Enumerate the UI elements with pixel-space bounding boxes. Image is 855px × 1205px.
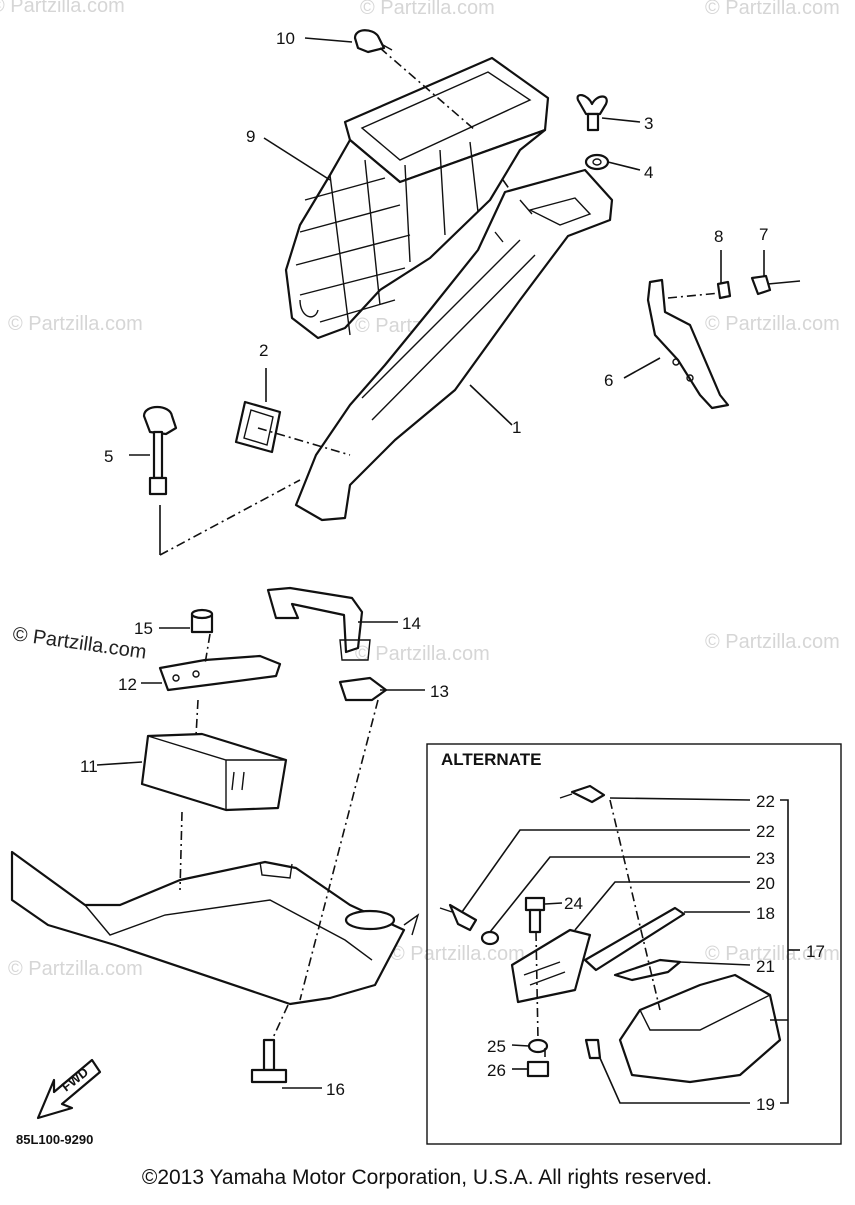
watermark: © Partzilla.com bbox=[8, 958, 143, 980]
callout-7: 7 bbox=[759, 225, 768, 244]
copyright: ©2013 Yamaha Motor Corporation, U.S.A. A… bbox=[142, 1166, 712, 1189]
watermark: © Partzilla.com bbox=[355, 643, 490, 665]
diagram-code: 85L100-9290 bbox=[16, 1132, 93, 1147]
callout-25: 25 bbox=[487, 1037, 506, 1056]
watermark: © Partzilla.com bbox=[705, 0, 840, 19]
frame bbox=[10, 850, 420, 1006]
part-14-strap bbox=[266, 586, 371, 661]
callout-17: 17 bbox=[806, 942, 825, 961]
callout-8: 8 bbox=[714, 227, 723, 246]
part-5-bolt bbox=[142, 405, 178, 496]
callout-22: 22 bbox=[756, 822, 775, 841]
callout-21: 21 bbox=[756, 957, 775, 976]
watermark: © Partzilla.com bbox=[360, 0, 495, 19]
watermark: © Partzilla.com bbox=[705, 631, 840, 653]
part-8-grommet bbox=[716, 280, 732, 300]
part-11-box bbox=[140, 732, 288, 812]
watermark: © Partzilla.com bbox=[8, 313, 143, 335]
part-3-wing-bolt bbox=[576, 94, 608, 132]
callout-11: 11 bbox=[80, 757, 98, 776]
part-2-gasket bbox=[234, 400, 282, 454]
callout-26: 26 bbox=[487, 1061, 506, 1080]
callout-23: 23 bbox=[756, 849, 775, 868]
leader-lines bbox=[96, 37, 800, 1104]
alternate-label: ALTERNATE bbox=[441, 750, 541, 769]
watermark: © Partzilla.com bbox=[705, 943, 840, 965]
callout-5: 5 bbox=[104, 447, 113, 466]
fwd-arrow-icon: FWD bbox=[36, 1058, 102, 1120]
assembly-lines bbox=[159, 47, 721, 1041]
watermark: © Partzilla.com bbox=[0, 0, 125, 17]
part-10-wing-screw bbox=[353, 29, 393, 54]
callout-12: 12 bbox=[118, 675, 137, 694]
alternate-parts bbox=[439, 784, 782, 1084]
callout-4: 4 bbox=[644, 163, 653, 182]
callout-16: 16 bbox=[326, 1080, 345, 1099]
part-16-bolt bbox=[250, 1038, 288, 1084]
alternate-box bbox=[426, 743, 842, 1145]
callout-15: 15 bbox=[134, 619, 153, 638]
callout-6: 6 bbox=[604, 371, 613, 390]
callout-13: 13 bbox=[430, 682, 449, 701]
part-7-screw bbox=[750, 274, 801, 296]
watermark-dark: © Partzilla.com bbox=[11, 623, 148, 664]
callout-1: 1 bbox=[512, 418, 521, 437]
part-9-air-duct bbox=[284, 56, 550, 340]
callout-2: 2 bbox=[259, 341, 268, 360]
part-1-air-channel bbox=[294, 168, 614, 522]
part-4-nut bbox=[584, 153, 610, 171]
callout-10: 10 bbox=[276, 29, 295, 48]
watermarks: © Partzilla.com © Partzilla.com © Partzi… bbox=[0, 0, 840, 980]
callout-24: 24 bbox=[564, 894, 583, 913]
callout-numbers: 1 2 3 4 5 6 7 8 9 10 11 12 13 14 15 16 1… bbox=[80, 29, 825, 1114]
part-12-bracket bbox=[158, 654, 282, 692]
callout-14: 14 bbox=[402, 614, 421, 633]
part-6-bracket bbox=[646, 278, 730, 410]
callout-9: 9 bbox=[246, 127, 255, 146]
part-15-collar bbox=[190, 608, 214, 634]
callout-18: 18 bbox=[756, 904, 775, 923]
callout-3: 3 bbox=[644, 114, 653, 133]
watermark: © Partzilla.com bbox=[390, 943, 525, 965]
watermark: © Partzilla.com bbox=[705, 313, 840, 335]
callout-20: 20 bbox=[756, 874, 775, 893]
part-13-clip bbox=[338, 676, 388, 702]
callout-22: 22 bbox=[756, 792, 775, 811]
callout-19: 19 bbox=[756, 1095, 775, 1114]
